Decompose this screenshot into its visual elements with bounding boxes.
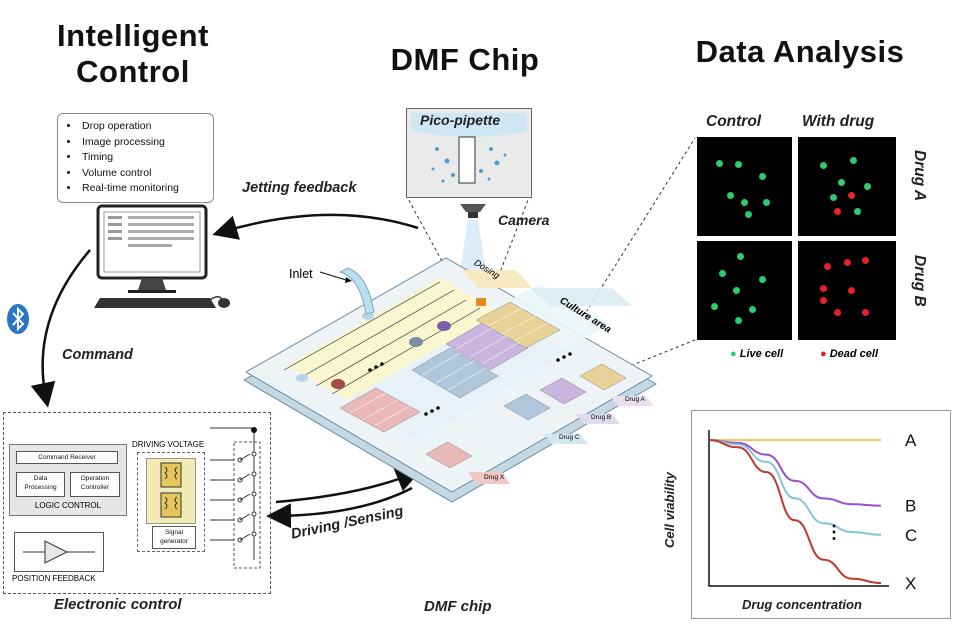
transformer-block (146, 458, 196, 524)
switch-array-icon (210, 427, 261, 569)
dmf-chip-diagram (243, 257, 657, 503)
series-label-b: B (905, 497, 916, 516)
task-item: Timing (80, 150, 213, 166)
row-drug-b-label: Drug B (911, 255, 928, 307)
legend-live: ● Live cell (730, 348, 784, 360)
title-data-analysis: Data Analysis (695, 34, 905, 69)
chart-ylabel: Cell viability (662, 472, 677, 548)
task-item: Drop operation (80, 119, 213, 135)
command-receiver-box: Command Receiver (16, 451, 118, 464)
position-feedback-block (14, 532, 104, 572)
col-with-drug-label: With drug (802, 113, 875, 130)
inlet-pointer (319, 271, 352, 283)
camera-label: Camera (498, 212, 550, 228)
row-drug-a-label: Drug A (911, 150, 928, 202)
driving-voltage-block (137, 452, 205, 552)
electronic-control-caption: Electronic control (54, 596, 182, 613)
series-line-x (708, 439, 882, 585)
series-label-a: A (905, 431, 917, 450)
pico-pipette-label: Pico-pipette (420, 112, 501, 128)
bluetooth-icon (7, 304, 29, 334)
chart-axes (708, 430, 889, 587)
camera-icon (460, 204, 486, 270)
jetting-feedback-label: Jetting feedback (242, 180, 357, 196)
chart-ellipsis: ⋮ (825, 522, 843, 542)
zone-drug-b-label: Drug B (591, 414, 612, 421)
pico-pipette-panel (406, 108, 532, 198)
zone-drug-a-label: Drug A (625, 396, 645, 403)
task-item: Volume control (80, 166, 213, 182)
task-item: Image processing (80, 135, 213, 151)
electronic-control-box (3, 412, 271, 594)
dead-dot-icon: ● (820, 348, 827, 360)
data-processing-box: Data Processing (16, 472, 65, 497)
task-list-box: Drop operation Image processing Timing V… (57, 113, 214, 203)
operation-controller-box: Operation Controller (70, 472, 120, 497)
series-label-x: X (905, 574, 916, 593)
panel-drug-a (798, 137, 896, 236)
series-line-b (708, 439, 882, 507)
dmf-chip-caption: DMF chip (424, 598, 492, 615)
zone-drug-x-label: Drug X (484, 474, 505, 481)
pipette-icon (411, 113, 527, 184)
inlet-label: Inlet (289, 267, 313, 281)
panel-control-drug-b (697, 241, 792, 340)
title-intelligent-control: Intelligent Control (57, 18, 209, 89)
panel-drug-b (798, 241, 896, 340)
live-dot-icon: ● (730, 348, 737, 360)
position-feedback-label: POSITION FEEDBACK (12, 574, 96, 583)
chart-xlabel: Drug concentration (742, 597, 862, 612)
panel-control-drug-a (697, 137, 792, 236)
title-dmf-chip: DMF Chip (390, 42, 540, 77)
viability-chart: A BC X ⋮ (708, 430, 917, 593)
task-item: Real-time monitoring (80, 181, 213, 197)
logic-control-label: LOGIC CONTROL (34, 501, 102, 510)
series-label-c: C (905, 526, 917, 545)
legend-dead: ● Dead cell (820, 348, 879, 360)
driving-voltage-label: DRIVING VOLTAGE (132, 440, 205, 449)
col-control-label: Control (706, 113, 762, 130)
signal-generator-box: Signal generator (152, 526, 196, 549)
zone-drug-c-label: Drug C (559, 434, 580, 441)
command-label: Command (62, 347, 133, 363)
series-line-c (708, 439, 882, 536)
computer-icon (94, 204, 230, 308)
amplifier-icon (23, 540, 95, 564)
transformer-icon (160, 462, 182, 518)
logic-control-block: Command Receiver Data Processing Operati… (9, 444, 127, 516)
